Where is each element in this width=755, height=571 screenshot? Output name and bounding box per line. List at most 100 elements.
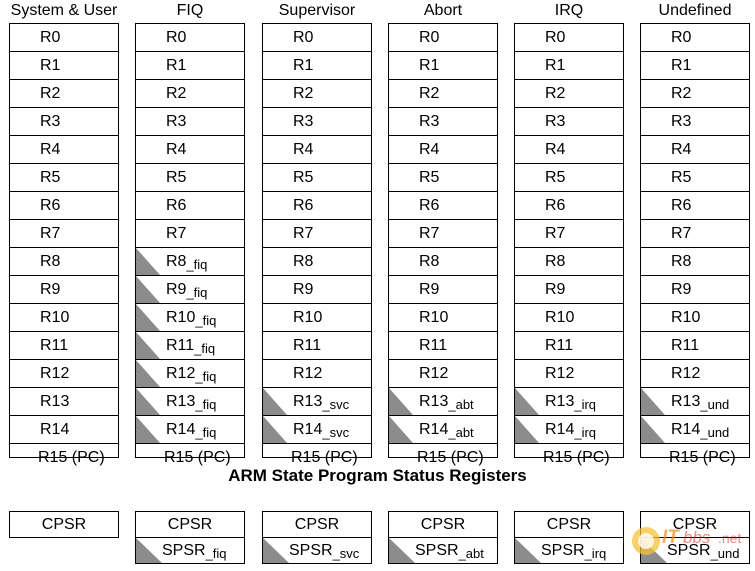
register-name: R9 xyxy=(671,276,691,303)
register-base: R2 xyxy=(545,85,566,102)
register-base: R0 xyxy=(545,29,566,46)
register-cell: R10 xyxy=(389,304,497,332)
register-name: R0 xyxy=(545,24,565,51)
register-base: R0 xyxy=(40,29,61,46)
register-cell: R2 xyxy=(263,80,371,108)
register-name: R7 xyxy=(40,220,60,247)
register-base: R3 xyxy=(293,113,314,130)
register-mode-suffix: _fiq xyxy=(195,313,217,328)
banked-register-cell: R13_und xyxy=(641,388,749,416)
register-cell: R15 (PC) xyxy=(389,444,497,472)
register-base: R13 xyxy=(545,393,575,410)
banked-register-marker xyxy=(136,388,160,415)
register-name: R7 xyxy=(293,220,313,247)
banked-register-marker xyxy=(389,388,413,415)
register-mode-suffix: _fiq xyxy=(194,341,216,356)
register-name: R10 xyxy=(40,304,69,331)
banked-register-marker xyxy=(136,304,160,331)
register-cell: R4 xyxy=(263,136,371,164)
register-cell: R4 xyxy=(641,136,749,164)
register-base: R0 xyxy=(293,29,314,46)
banked-register-cell: R14_und xyxy=(641,416,749,444)
register-name: R7 xyxy=(419,220,439,247)
register-cell: R6 xyxy=(263,192,371,220)
register-base: R10 xyxy=(671,309,701,326)
register-base: R4 xyxy=(293,141,314,158)
register-cell: R3 xyxy=(10,108,118,136)
register-base: R14 xyxy=(40,421,70,438)
register-cell: R8 xyxy=(10,248,118,276)
register-name: R13_fiq xyxy=(166,388,216,415)
register-name: R2 xyxy=(293,80,313,107)
banked-register-cell: R9_fiq xyxy=(136,276,244,304)
register-base: R15 (PC) xyxy=(543,449,610,466)
register-name: R0 xyxy=(293,24,313,51)
register-cell: R8 xyxy=(515,248,623,276)
register-base: R7 xyxy=(419,225,440,242)
register-base: R11 xyxy=(293,337,322,354)
register-base: R2 xyxy=(419,85,440,102)
register-name: R1 xyxy=(293,52,313,79)
psr-section-title: ARM State Program Status Registers xyxy=(228,466,527,485)
banked-register-marker xyxy=(136,416,160,443)
banked-register-marker xyxy=(515,416,539,443)
register-cell: R11 xyxy=(389,332,497,360)
register-base: R12 xyxy=(40,365,70,382)
register-name: R2 xyxy=(40,80,60,107)
register-base: R12 xyxy=(419,365,449,382)
banked-register-marker xyxy=(641,416,665,443)
register-base: R3 xyxy=(419,113,440,130)
register-base: R3 xyxy=(40,113,61,130)
register-cell: R15 (PC) xyxy=(10,444,118,472)
register-base: R5 xyxy=(419,169,440,186)
register-cell: R9 xyxy=(263,276,371,304)
register-base: R8 xyxy=(293,253,314,270)
register-base: R6 xyxy=(545,197,566,214)
register-cell: R3 xyxy=(515,108,623,136)
register-name: R14 xyxy=(40,416,69,443)
register-name: R11 xyxy=(545,332,573,359)
register-name: R0 xyxy=(419,24,439,51)
register-base: R2 xyxy=(293,85,314,102)
register-cell: R8 xyxy=(389,248,497,276)
register-name: R9 xyxy=(419,276,439,303)
register-name: R12 xyxy=(419,360,448,387)
register-name: R10 xyxy=(293,304,322,331)
register-name: SPSR_irq xyxy=(541,538,606,563)
register-name: R1 xyxy=(40,52,60,79)
register-name: R13_irq xyxy=(545,388,596,415)
register-base: R12 xyxy=(545,365,575,382)
register-base: R6 xyxy=(40,197,61,214)
banked-register-marker xyxy=(263,388,287,415)
register-name: R11 xyxy=(419,332,447,359)
register-cell: R10 xyxy=(10,304,118,332)
cpsr-cell: CPSR xyxy=(10,512,118,537)
register-name: R5 xyxy=(419,164,439,191)
register-base: R0 xyxy=(166,29,187,46)
register-name: R12 xyxy=(40,360,69,387)
register-base: R4 xyxy=(166,141,187,158)
register-name: R5 xyxy=(545,164,565,191)
register-base: R11 xyxy=(545,337,574,354)
register-name: R5 xyxy=(40,164,60,191)
register-base: R13 xyxy=(293,393,323,410)
register-base: R13 xyxy=(166,393,196,410)
register-cell: R9 xyxy=(389,276,497,304)
register-mode-suffix: _fiq xyxy=(186,285,208,300)
register-cell: R7 xyxy=(515,220,623,248)
cpsr-cell: CPSR xyxy=(641,512,749,537)
register-name: R4 xyxy=(40,136,60,163)
register-name: R4 xyxy=(419,136,439,163)
register-cell: R14 xyxy=(10,416,118,444)
register-mode-suffix: _fiq xyxy=(195,397,217,412)
register-cell: R12 xyxy=(641,360,749,388)
register-cell: R2 xyxy=(389,80,497,108)
register-base: R9 xyxy=(293,281,314,298)
banked-register-marker xyxy=(641,538,667,563)
register-name: R15 (PC) xyxy=(669,444,736,471)
register-base: R4 xyxy=(419,141,440,158)
register-base: SPSR xyxy=(162,542,206,559)
